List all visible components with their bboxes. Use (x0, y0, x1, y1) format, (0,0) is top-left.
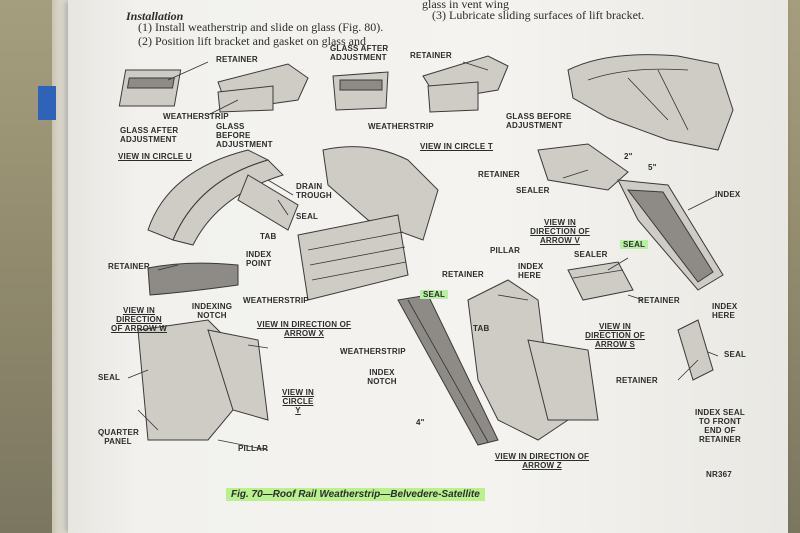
right-column-line-1: glass in vent wing (422, 0, 509, 11)
label-weatherstrip-3: WEATHERSTRIP (243, 296, 309, 305)
label-view-arrow-w: VIEW IN DIRECTION OF ARROW W (111, 306, 167, 333)
label-quarter-panel: QUARTER PANEL (98, 428, 139, 446)
glass-assembly-left (118, 63, 309, 113)
label-weatherstrip-2: WEATHERSTRIP (368, 122, 434, 131)
weatherstrip-strip-w (147, 262, 239, 296)
roof-rail-circle-u (147, 149, 299, 246)
label-dim-2: 2" (624, 152, 633, 161)
label-tab-1: TAB (260, 232, 277, 241)
quarter-panel-part (137, 319, 269, 451)
right-column-line-2: (3) Lubricate sliding surfaces of lift b… (432, 8, 645, 22)
manual-page: Installation (1) Install weatherstrip an… (68, 0, 788, 533)
label-indexing-notch: INDEXING NOTCH (191, 302, 233, 320)
car-body-sketch (567, 54, 734, 151)
label-index-point: INDEX POINT (246, 250, 272, 268)
weatherstrip-illustration (118, 54, 734, 451)
label-retainer-2: RETAINER (410, 51, 452, 60)
pillar-part (467, 279, 599, 441)
label-seal-2: SEAL (724, 350, 747, 359)
label-retainer-6: RETAINER (108, 262, 150, 271)
label-retainer-7: RETAINER (616, 376, 658, 385)
label-index-seal-front: INDEX SEAL TO FRONT END OF RETAINER (694, 408, 745, 444)
label-sealer-2: SEALER (574, 250, 608, 259)
label-view-circle-y: VIEW IN CIRCLE Y (281, 388, 315, 415)
section-title: Installation (126, 9, 184, 23)
label-dim-4: 4" (416, 418, 425, 427)
label-view-arrow-x: VIEW IN DIRECTION OF ARROW X (256, 320, 352, 338)
step-2-text: (2) Position lift bracket and gasket on … (138, 34, 366, 48)
label-retainer-5: RETAINER (638, 296, 680, 305)
label-seal-3: SEAL (98, 373, 121, 382)
label-index-here-1: INDEX HERE (518, 262, 544, 280)
weatherstrip-long-strip (397, 294, 499, 446)
label-glass-before-2: GLASS BEFORE ADJUSTMENT (506, 112, 572, 130)
retainer-sealer-part (537, 143, 724, 291)
label-tab-2: TAB (473, 324, 490, 333)
label-glass-after-2: GLASS AFTER ADJUSTMENT (120, 126, 179, 144)
leader-lines (127, 61, 719, 431)
label-retainer-3: RETAINER (478, 170, 520, 179)
label-index-1: INDEX (715, 190, 741, 199)
label-retainer-4: RETAINER (442, 270, 484, 279)
label-glass-after-1: GLASS AFTER ADJUSTMENT (330, 44, 389, 62)
label-view-circle-u: VIEW IN CIRCLE U (118, 152, 192, 161)
label-view-arrow-s: VIEW IN DIRECTION OF ARROW S (585, 322, 645, 349)
seal-end-part (677, 319, 714, 381)
label-dim-5: 5" (648, 163, 657, 172)
glass-assembly-right (332, 55, 509, 113)
roof-rail-circle-t (297, 146, 439, 301)
label-pillar-1: PILLAR (490, 246, 521, 255)
label-drain-trough: DRAIN TROUGH (296, 182, 332, 200)
label-view-circle-t: VIEW IN CIRCLE T (420, 142, 493, 151)
label-seal-highlighted-1: SEAL (620, 240, 649, 249)
label-view-arrow-v: VIEW IN DIRECTION OF ARROW V (530, 218, 590, 245)
step-1-text: (1) Install weatherstrip and slide on gl… (138, 20, 384, 34)
figure-code: NR367 (706, 470, 732, 479)
label-retainer-1: RETAINER (216, 55, 258, 64)
label-sealer-1: SEALER (516, 186, 550, 195)
label-seal-1: SEAL (296, 212, 319, 221)
sealer-small-part (567, 261, 634, 301)
label-index-notch: INDEX NOTCH (367, 368, 397, 386)
figure-caption: Fig. 70—Roof Rail Weatherstrip—Belvedere… (226, 488, 485, 501)
label-seal-highlighted-2: SEAL (420, 290, 449, 299)
label-view-arrow-z: VIEW IN DIRECTION OF ARROW Z (494, 452, 590, 470)
label-weatherstrip-4: WEATHERSTRIP (340, 347, 406, 356)
label-weatherstrip-1: WEATHERSTRIP (163, 112, 229, 121)
label-glass-before-1: GLASS BEFORE ADJUSTMENT (216, 122, 273, 149)
label-index-here-2: INDEX HERE (712, 302, 738, 320)
label-pillar-2: PILLAR (238, 444, 269, 453)
blue-bookmark-tab (38, 86, 56, 120)
